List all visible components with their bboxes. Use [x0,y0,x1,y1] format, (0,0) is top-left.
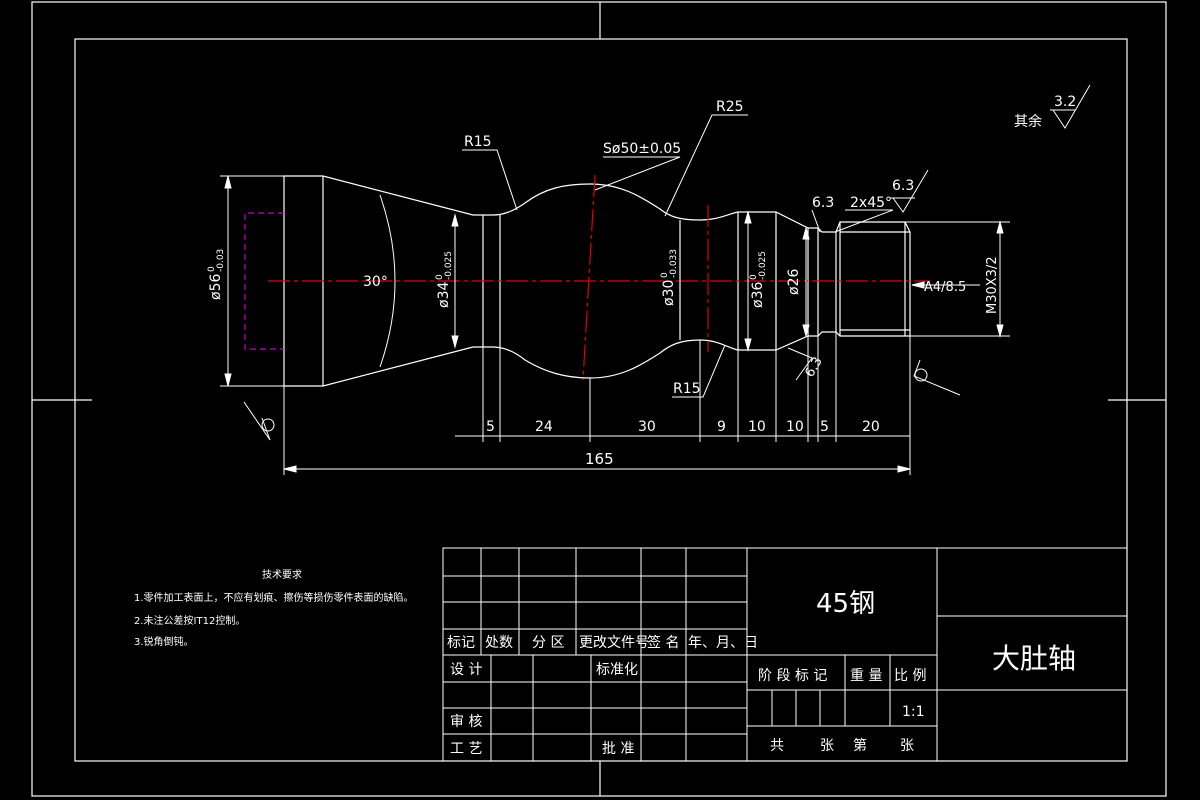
svg-text:ø34: ø34 [436,282,452,308]
svg-text:-0.025: -0.025 [444,251,454,280]
svg-text:ø30: ø30 [661,280,677,306]
total-length: 165 [585,450,614,468]
sheets-label: 张 [820,738,834,754]
radius-label-3: R15 [673,381,701,397]
length-9: 9 [717,419,726,435]
title-block [442,547,1128,762]
scale-label: 比 例 [894,668,926,684]
outer-border [31,1,1167,797]
approve-label: 批 准 [602,741,634,757]
roughness-value-2: 6.3 [892,178,914,194]
notes-title: 技术要求 [262,568,302,581]
svg-text:0: 0 [435,274,445,280]
sphere-label: Sø50±0.05 [603,141,681,157]
svg-text:-0.033: -0.033 [669,249,679,278]
design-label: 设 计 [450,662,482,678]
length-20: 20 [862,419,880,435]
svg-text:M30X3/2: M30X3/2 [985,256,1000,314]
scale-value: 1:1 [902,704,925,720]
part-name: 大肚轴 [992,642,1076,675]
svg-text:0: 0 [749,274,759,280]
header-zone: 分 区 [532,635,564,651]
svg-text:-0.025: -0.025 [758,251,768,280]
svg-text:ø36: ø36 [750,282,766,308]
roughness-value-3: 6.3 [802,355,825,380]
note-2: 2.未注公差按IT12控制。 [134,614,245,627]
svg-text:ø56: ø56 [208,274,224,300]
center-hole-label: A4/8.5 [924,280,966,295]
standardization-label: 标准化 [596,662,638,678]
weight-label: 重 量 [850,668,882,684]
header-mark: 标记 [447,635,475,651]
diameter-26: ø26 [786,269,802,295]
taper-angle: 30° [363,274,388,290]
header-count: 处数 [485,635,513,651]
sheet-unit-label: 张 [900,738,914,754]
roughness-default: 3.2 [1054,94,1076,110]
process-label: 工 艺 [450,741,482,757]
sheet-no-label: 第 [853,737,867,754]
header-date: 年、月、日 [688,635,758,651]
length-10b: 10 [786,419,804,435]
note-1: 1.零件加工表面上，不应有划痕、擦伤等损伤零件表面的缺陷。 [134,591,414,604]
stage-mark-label: 阶 段 标 记 [758,668,827,684]
roughness-other-label: 其余 [1014,113,1042,130]
roughness-value-1: 6.3 [812,195,834,211]
sphere-centerline [582,174,596,381]
note-3: 3.锐角倒钝。 [134,635,194,648]
dimensions [220,84,1091,475]
total-label: 共 [770,738,784,754]
center-hole-hidden [244,212,284,350]
material: 45钢 [816,589,875,619]
inner-border [74,38,1128,762]
radius-label-1: R15 [464,134,492,150]
header-sign: 签 名 [647,634,679,651]
diameter-56: ø56 0 -0.03 [207,249,226,300]
svg-text:6.3: 6.3 [802,355,825,380]
svg-text:0: 0 [207,266,217,272]
length-5b: 5 [820,419,829,435]
diameter-30: ø30 0 -0.033 [660,249,679,306]
length-10a: 10 [748,419,766,435]
header-change-doc: 更改文件号 [579,635,649,651]
svg-text:-0.03: -0.03 [216,249,226,272]
length-30: 30 [638,419,656,435]
review-label: 审 核 [450,714,482,730]
svg-text:0: 0 [660,272,670,278]
length-5a: 5 [486,419,495,435]
length-24: 24 [535,419,553,435]
radius-label-2: R25 [716,99,744,115]
svg-text:ø26: ø26 [786,269,802,295]
diameter-36: ø36 0 -0.025 [749,251,768,308]
chamfer-label: 2x45° [850,195,892,211]
thread-label: M30X3/2 [985,256,1000,314]
diameter-34: ø34 0 -0.025 [435,251,454,308]
